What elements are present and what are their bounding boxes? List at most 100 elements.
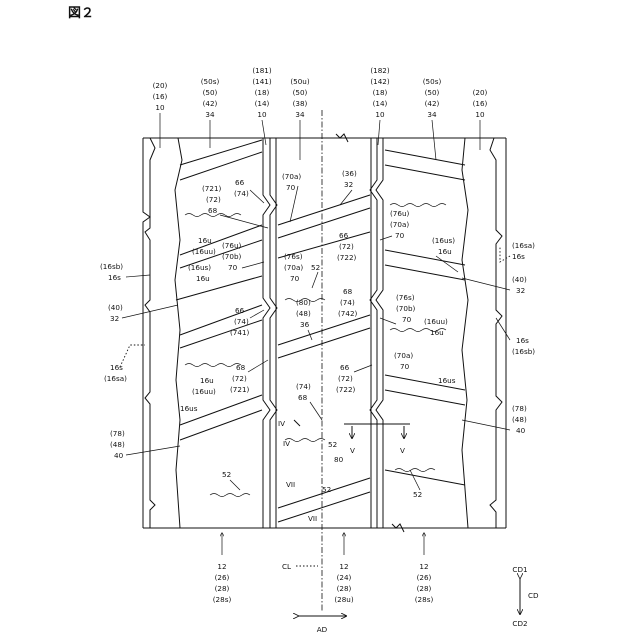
callout: (74) — [234, 317, 249, 326]
side-label: (40) — [108, 303, 123, 312]
top-label: (14) — [373, 99, 388, 108]
side-label: (16sb) — [100, 262, 123, 271]
callout: 66 — [235, 306, 245, 315]
callout: 80 — [334, 455, 344, 464]
callout: (72) — [206, 195, 221, 204]
bottom-labels: 12 (26) (28) (28s) 12 (24) (28) (28u) 12… — [213, 533, 434, 604]
callout: (16uu) — [192, 247, 216, 256]
top-label: 34 — [205, 110, 215, 119]
callout: 16u — [196, 274, 210, 283]
top-label: (50u) — [290, 77, 310, 86]
side-label: (16sa) — [512, 241, 535, 250]
section-mark: IV — [278, 419, 285, 428]
side-label: 16s — [516, 336, 529, 345]
callout: 66 — [340, 363, 350, 372]
callout: 52 — [328, 440, 337, 449]
callout: (74) — [340, 298, 355, 307]
top-leaders — [160, 113, 480, 160]
callout: 68 — [236, 363, 246, 372]
bottom-label: (26) — [417, 573, 432, 582]
top-label: 10 — [475, 110, 485, 119]
section-mark: IV — [283, 439, 290, 448]
callout: (742) — [338, 309, 358, 318]
callout: (72) — [338, 374, 353, 383]
top-label: (141) — [252, 77, 272, 86]
top-label: 34 — [295, 110, 305, 119]
callout: 16u — [430, 328, 444, 337]
side-label: 16s — [110, 363, 123, 372]
bottom-label: (28) — [215, 584, 230, 593]
section-mark: VII — [308, 514, 317, 523]
callout: 52 — [222, 470, 231, 479]
side-label: (78) — [512, 404, 527, 413]
callout: 16u — [200, 376, 214, 385]
callout: 70 — [402, 315, 412, 324]
callout: (70a) — [282, 172, 301, 181]
side-label: 40 — [114, 451, 124, 460]
side-labels-right: (16sa) 16s (40) 32 16s (16sb) (78) (48) … — [512, 241, 535, 435]
callout: 36 — [300, 320, 310, 329]
callout: (722) — [336, 385, 356, 394]
top-label: 10 — [375, 110, 385, 119]
callout: (76s) — [396, 293, 415, 302]
ad-label: AD — [317, 625, 328, 634]
top-label: (18) — [373, 88, 388, 97]
callout: 68 — [208, 206, 218, 215]
top-label: (50) — [293, 88, 308, 97]
main-groove-right — [370, 138, 383, 528]
callout: (721) — [202, 184, 222, 193]
top-label: (18) — [255, 88, 270, 97]
top-label: (50) — [203, 88, 218, 97]
side-label: (16sb) — [512, 347, 535, 356]
side-label: 40 — [516, 426, 526, 435]
ad-axis-arrow: AD — [298, 616, 346, 634]
cd1-label: CD1 — [512, 565, 527, 574]
callout: 16us — [180, 404, 198, 413]
callout: (741) — [230, 328, 250, 337]
section-mark: VII — [286, 480, 295, 489]
section-mark: V — [350, 446, 355, 455]
lateral-grooves-center — [278, 195, 370, 522]
top-label: (42) — [203, 99, 218, 108]
side-label: (16sa) — [104, 374, 127, 383]
side-label: 32 — [110, 314, 119, 323]
callout: (36) — [342, 169, 357, 178]
top-label: (16) — [473, 99, 488, 108]
bottom-label: (28) — [337, 584, 352, 593]
callout: 70 — [290, 274, 300, 283]
callout: 70 — [400, 362, 410, 371]
top-label: 10 — [155, 103, 165, 112]
callout: (76u) — [222, 241, 242, 250]
side-label: (48) — [110, 440, 125, 449]
top-label: (181) — [252, 66, 272, 75]
callout: (70a) — [394, 351, 413, 360]
callout: 66 — [339, 231, 349, 240]
callout: (16us) — [188, 263, 211, 272]
shoulder-land-right — [462, 138, 502, 528]
callout: (721) — [230, 385, 250, 394]
callout: 52 — [311, 263, 320, 272]
bottom-label: (28s) — [415, 595, 434, 604]
callout: 52 — [413, 490, 422, 499]
tread-frame — [143, 138, 506, 528]
callout: 16u — [438, 247, 452, 256]
callout: (70a) — [284, 263, 303, 272]
callout: 68 — [343, 287, 353, 296]
callout: (72) — [339, 242, 354, 251]
callout: 70 — [286, 183, 296, 192]
top-label: 10 — [257, 110, 267, 119]
side-label: (40) — [512, 275, 527, 284]
callout: 66 — [235, 178, 245, 187]
top-label: (50) — [425, 88, 440, 97]
callout: (76s) — [284, 252, 303, 261]
side-labels-left: (16sb) 16s (40) 32 16s (16sa) (78) (48) … — [100, 262, 127, 460]
top-label: (182) — [370, 66, 390, 75]
callout: (80) — [296, 298, 311, 307]
top-label: (20) — [473, 88, 488, 97]
callout: 52 — [322, 485, 331, 494]
callout: (70a) — [390, 220, 409, 229]
center-line-label: CL — [282, 562, 291, 571]
top-labels: (20) (16) 10 (50s) (50) (42) 34 (181) (1… — [153, 66, 488, 119]
shoulder-land-left — [145, 138, 182, 528]
